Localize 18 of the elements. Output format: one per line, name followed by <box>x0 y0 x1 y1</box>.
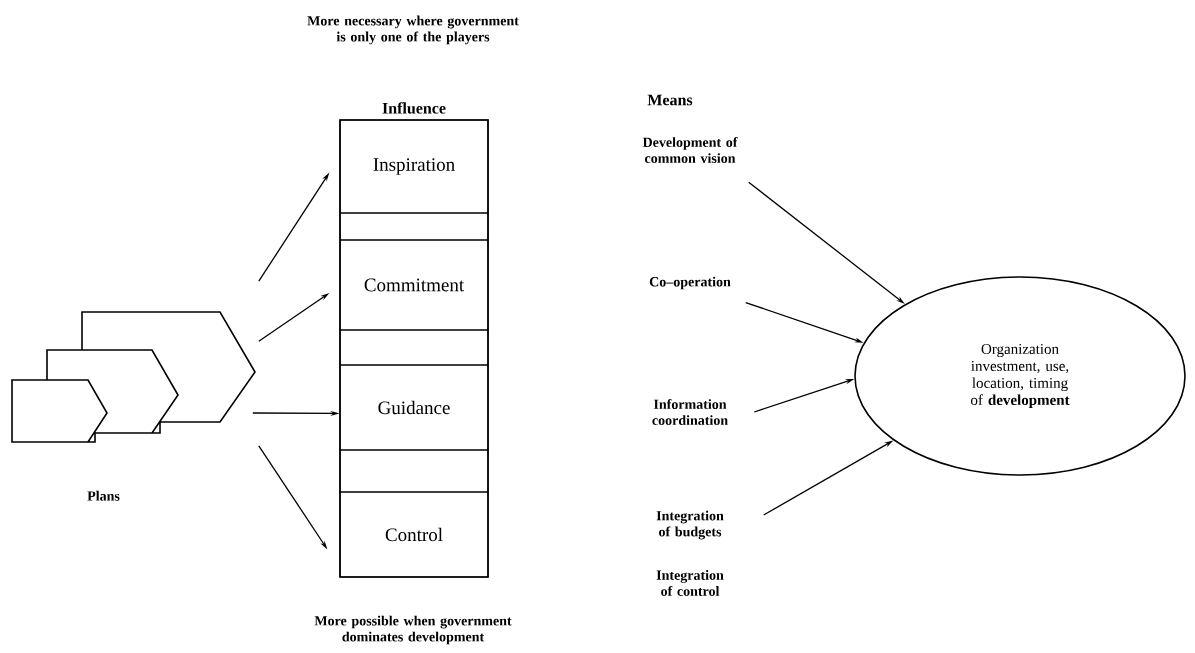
chevron-drawing <box>11 311 256 443</box>
means-text: Integration of control <box>656 570 724 596</box>
gap-band <box>339 212 489 241</box>
means-text: Integration of budgets <box>656 510 724 540</box>
plans-label: Plans <box>87 490 120 501</box>
influence-box: Commitment <box>339 239 489 331</box>
influence-box: Control <box>339 491 489 578</box>
means-text: Information coordination <box>652 399 728 425</box>
gap-band <box>339 329 489 366</box>
influence-box: Guidance <box>339 364 489 451</box>
influence-box: Inspiration <box>339 119 489 214</box>
node-label: Influence <box>382 102 446 114</box>
gap-band <box>339 449 489 493</box>
means-text: Co–operation <box>649 276 731 290</box>
note-text: More necessary where government is only one of the players <box>307 15 519 45</box>
means-text: Development of common vision <box>642 137 738 163</box>
note-text: More possible when government dominates development <box>314 615 512 645</box>
column-heading: Means <box>647 94 693 106</box>
